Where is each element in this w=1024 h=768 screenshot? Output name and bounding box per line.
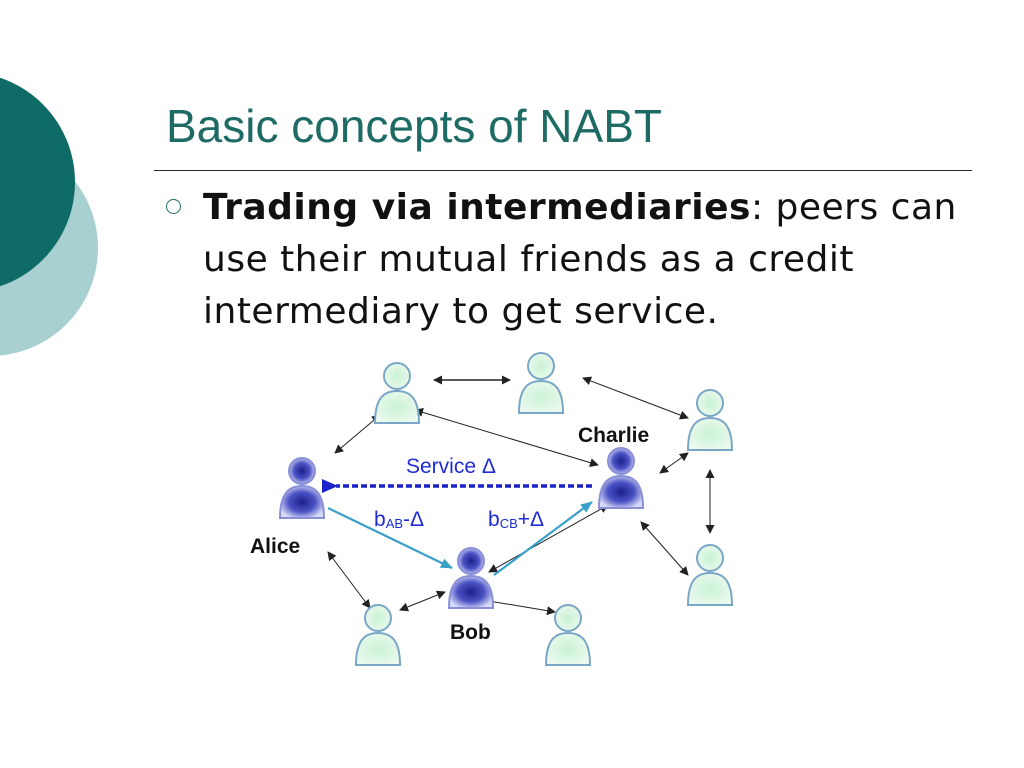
label-cb-sub: CB (500, 516, 518, 531)
deco-circle-dark (0, 77, 75, 287)
edge-alice-bottomleft (327, 551, 371, 609)
bullet-separator: : (750, 187, 764, 228)
edge-top-right (582, 376, 689, 420)
network-diagram: Alice Bob Charlie Service Δ bAB-Δ bCB+Δ (250, 352, 733, 666)
label-cb-base: b (488, 508, 500, 531)
title-divider (154, 170, 972, 171)
edge-bob-charlie (488, 504, 609, 573)
credit-arrow-bob-charlie (493, 501, 593, 576)
bullet-term: Trading via intermediaries (203, 187, 751, 228)
peer-bob (448, 547, 494, 609)
edge-topleft-alice (334, 414, 381, 454)
peer-right-top (687, 389, 733, 451)
peer-alice (279, 457, 325, 519)
label-service: Service Δ (406, 455, 496, 478)
label-charlie: Charlie (578, 424, 649, 447)
label-alice: Alice (250, 535, 300, 558)
edge-charlie-bottomright (640, 521, 689, 576)
peer-charlie (598, 447, 644, 509)
peer-right-bottom (687, 544, 733, 606)
label-ab-rest: -Δ (403, 508, 424, 531)
edge-topleft-charlie (414, 407, 599, 468)
decorative-circles (0, 77, 98, 356)
slide-title: Basic concepts of NABT (166, 100, 662, 152)
label-bob-charlie-credit: bCB+Δ (488, 508, 544, 531)
bullet-text: Trading via intermediaries: peers can us… (203, 182, 976, 338)
peer-top-center (518, 352, 564, 414)
label-ab-sub: AB (386, 516, 403, 531)
edge-bob-bottom (482, 596, 556, 616)
label-ab-base: b (374, 508, 386, 531)
friend-edges (327, 375, 715, 616)
label-cb-rest: +Δ (518, 508, 544, 531)
peer-bottom-left (355, 604, 401, 666)
credit-arrow-alice-bob (327, 507, 453, 569)
label-alice-bob-credit: bAB-Δ (374, 508, 424, 531)
peer-bottom-center (545, 604, 591, 666)
peer-top-left (374, 362, 420, 424)
bullet-body: peers can use their mutual friends as a … (203, 187, 957, 332)
edge-charlie-right (659, 452, 689, 474)
bullet-circle-icon (166, 199, 181, 214)
label-bob: Bob (450, 621, 491, 644)
edge-bottomleft-bob (399, 590, 446, 612)
bullet-item: Trading via intermediaries: peers can us… (166, 182, 976, 338)
